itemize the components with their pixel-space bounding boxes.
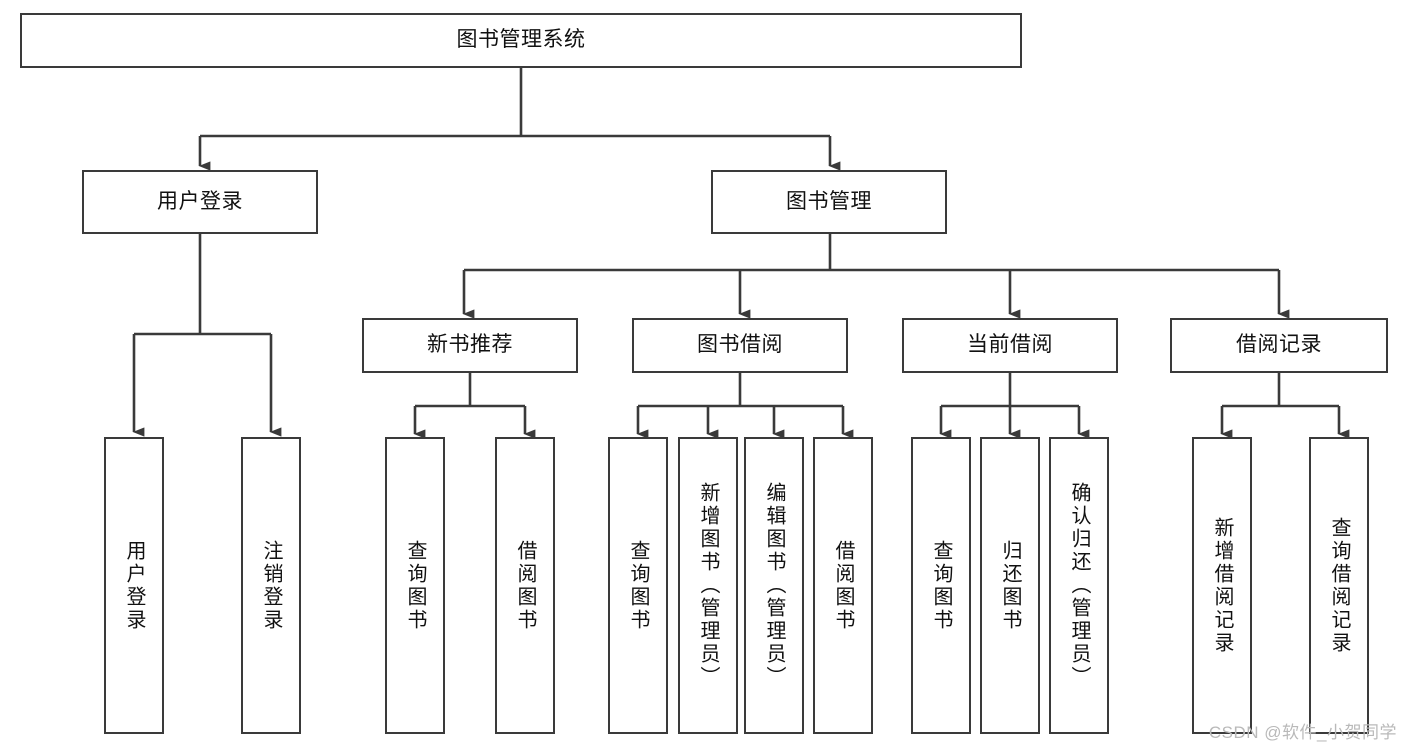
- leaf-label: 注销登录: [260, 539, 282, 632]
- leaf-new-book-query-book[interactable]: 查询图书: [385, 437, 445, 734]
- leaf-book-borrow-query-book[interactable]: 查询图书: [608, 437, 668, 734]
- leaf-label: 查询图书: [930, 539, 952, 632]
- leaf-book-borrow-edit-book-admin[interactable]: 编辑图书（管理员）: [744, 437, 804, 734]
- edge-group-current-borrow: [939, 373, 1090, 439]
- leaf-label: 查询借阅记录: [1328, 516, 1350, 655]
- leaf-borrow-record-query-record[interactable]: 查询借阅记录: [1309, 437, 1369, 734]
- edge-group-user-login: [132, 234, 282, 437]
- leaf-borrow-record-add-record[interactable]: 新增借阅记录: [1192, 437, 1252, 734]
- leaf-label: 编辑图书（管理员）: [763, 482, 785, 689]
- node-book-management[interactable]: 图书管理: [711, 170, 947, 234]
- leaf-current-borrow-confirm-return-admin[interactable]: 确认归还（管理员）: [1049, 437, 1109, 734]
- edge-group-book-manage: [462, 234, 1290, 319]
- leaf-new-book-borrow-book[interactable]: 借阅图书: [495, 437, 555, 734]
- edge-group-root: [198, 68, 841, 171]
- leaf-label: 确认归还（管理员）: [1068, 482, 1090, 689]
- leaf-user-login-logout[interactable]: 注销登录: [241, 437, 301, 734]
- edge-group-book-borrow: [636, 373, 854, 439]
- edge-group-new-book: [413, 373, 536, 439]
- leaf-label: 新增图书（管理员）: [697, 482, 719, 689]
- leaf-label: 查询图书: [404, 539, 426, 632]
- leaf-label: 新增借阅记录: [1211, 516, 1233, 655]
- node-borrow-record[interactable]: 借阅记录: [1170, 318, 1388, 373]
- leaf-label: 借阅图书: [832, 539, 854, 632]
- leaf-label: 归还图书: [999, 539, 1021, 632]
- leaf-label: 用户登录: [123, 539, 145, 632]
- leaf-current-borrow-return-book[interactable]: 归还图书: [980, 437, 1040, 734]
- leaf-label: 借阅图书: [514, 539, 536, 632]
- leaf-user-login-login[interactable]: 用户登录: [104, 437, 164, 734]
- edge-group-borrow-record: [1220, 373, 1350, 439]
- node-book-borrow[interactable]: 图书借阅: [632, 318, 848, 373]
- node-current-borrow[interactable]: 当前借阅: [902, 318, 1118, 373]
- node-user-login[interactable]: 用户登录: [82, 170, 318, 234]
- leaf-current-borrow-query-book[interactable]: 查询图书: [911, 437, 971, 734]
- leaf-book-borrow-add-book-admin[interactable]: 新增图书（管理员）: [678, 437, 738, 734]
- node-new-book-recommend[interactable]: 新书推荐: [362, 318, 578, 373]
- leaf-book-borrow-borrow-book[interactable]: 借阅图书: [813, 437, 873, 734]
- node-root-system[interactable]: 图书管理系统: [20, 13, 1022, 68]
- csdn-watermark: CSDN @软件_小贺同学: [1208, 723, 1397, 742]
- leaf-label: 查询图书: [627, 539, 649, 632]
